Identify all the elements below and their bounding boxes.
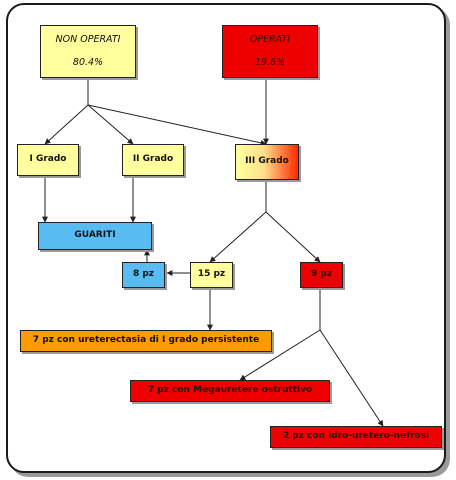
node-grado-3: III Grado xyxy=(235,144,299,180)
operati-value: 19.6% xyxy=(254,56,286,68)
node-guariti: GUARITI xyxy=(38,222,152,250)
megauretere-label: 7 pz con Megauretere ostruttivo xyxy=(147,385,313,396)
link-to-megauretere xyxy=(239,329,321,381)
ureterectasia-label: 7 pz con ureterectasia di I grado persis… xyxy=(32,335,260,346)
node-operati: OPERATI 19.6% xyxy=(222,25,318,78)
node-ureterectasia: 7 pz con ureterectasia di I grado persis… xyxy=(20,330,272,352)
idro-label: 2 pz con idro-uretero-nefrosi xyxy=(282,431,430,442)
grado-1-label: I Grado xyxy=(29,154,67,165)
node-non-operati: NON OPERATI 80.4% xyxy=(40,25,136,78)
node-grado-2: II Grado xyxy=(122,144,184,176)
link-to-idro xyxy=(319,329,384,427)
non-operati-label: NON OPERATI xyxy=(55,34,121,46)
node-megauretere: 7 pz con Megauretere ostruttivo xyxy=(130,380,330,402)
node-9pz: 9 pz xyxy=(300,262,343,288)
operati-label: OPERATI xyxy=(249,34,291,46)
8pz-label: 8 pz xyxy=(132,269,155,280)
link-nonoperati-to-grado-3 xyxy=(87,104,267,146)
9pz-label: 9 pz xyxy=(310,269,333,280)
node-8pz: 8 pz xyxy=(122,262,165,288)
node-grado-1: I Grado xyxy=(17,144,79,176)
non-operati-value: 80.4% xyxy=(72,56,104,68)
grado-3-label: III Grado xyxy=(245,156,289,167)
guariti-label: GUARITI xyxy=(74,230,116,241)
link-to-grado-1 xyxy=(44,104,89,145)
grado-2-label: II Grado xyxy=(132,154,174,165)
link-to-15pz xyxy=(209,211,267,263)
node-idro: 2 pz con idro-uretero-nefrosi xyxy=(270,426,442,448)
link-to-9pz xyxy=(265,211,321,263)
link-to-grado-2 xyxy=(87,104,134,145)
node-15pz: 15 pz xyxy=(190,262,233,288)
15pz-label: 15 pz xyxy=(197,269,226,280)
